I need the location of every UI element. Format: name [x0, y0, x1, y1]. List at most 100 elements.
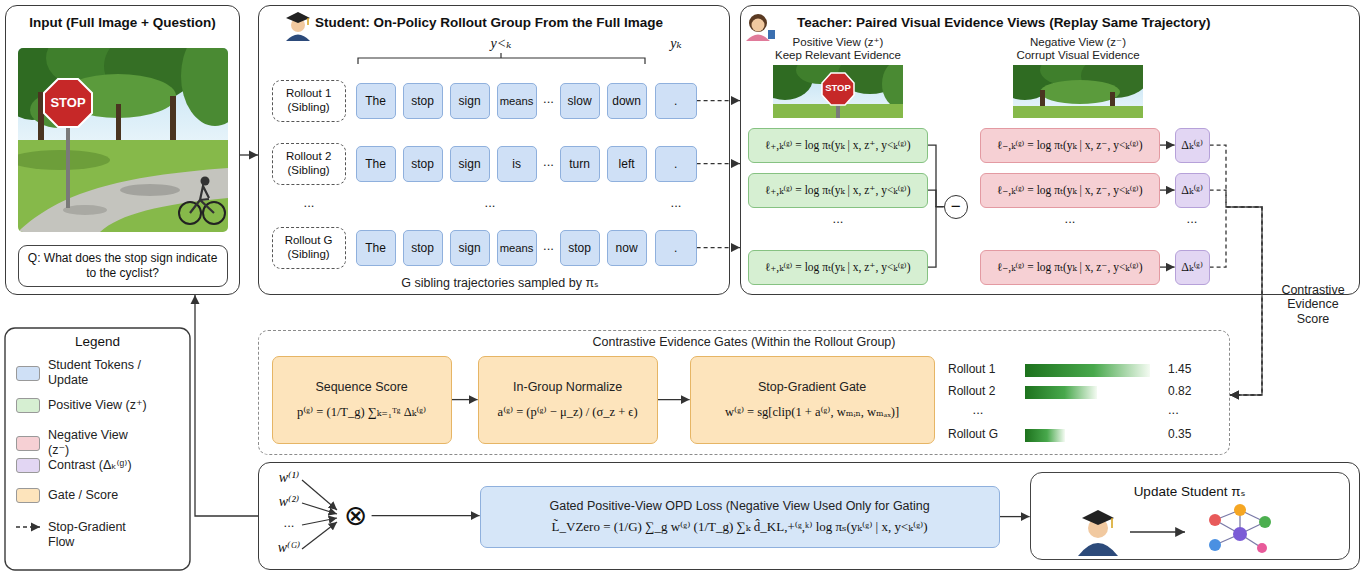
teacher-icon: [768, 30, 775, 39]
rollout-box: Rollout G (Sibling): [272, 227, 346, 269]
node-text: −: [951, 198, 961, 215]
node-text: .: [674, 157, 677, 171]
token-box: stop: [403, 230, 443, 266]
node-text: .: [674, 94, 677, 108]
network-icon: [1233, 527, 1247, 541]
street-photo: [66, 126, 70, 208]
street-photo: [181, 48, 228, 126]
street-photo: [18, 168, 228, 232]
formula-text: p⁽ᵍ⁾ = (1/T_g) ∑ₖ₌₁ᵀᵍ Δₖ⁽ᵍ⁾: [297, 404, 426, 420]
view-heading: Keep Relevant Evidence: [763, 49, 913, 62]
flow-arrow: [195, 295, 258, 516]
flow-arrow: [658, 399, 690, 400]
student-icon: [307, 18, 309, 25]
weight-label: w⁽²⁾: [272, 494, 306, 510]
node-text: Teacher: Paired Visual Evidence Views (R…: [797, 6, 1359, 30]
node-text: ℓ₊,ₖ⁽ᵍ⁾ = log πₜ(yₖ | x, z⁺, y<ₖ⁽ᵍ⁾): [765, 138, 911, 152]
node-text: sign: [459, 157, 481, 171]
formula-text: L̃_VZero = (1/G) ∑_g w⁽ᵍ⁾ (1/T_g) ∑ₖ d̂_…: [552, 519, 928, 535]
node-text: Sequence Score: [315, 380, 407, 394]
token-box: now: [607, 230, 647, 266]
positive-view-photo: [773, 65, 903, 118]
node-text: The: [365, 94, 386, 108]
node-text: .: [674, 241, 677, 255]
negative-logprob-box: ℓ₋,ₖ⁽ᵍ⁾ = log πₜ(yₖ | x, z⁻, y<ₖ⁽ᵍ⁾): [980, 128, 1160, 163]
token-box: The: [356, 146, 396, 182]
node-text: ⊗: [344, 502, 367, 530]
node-text: ℓ₋,ₖ⁽ᵍ⁾ = log πₜ(yₖ | x, z⁻, y<ₖ⁽ᵍ⁾): [997, 260, 1143, 274]
legend-swatch: [16, 458, 40, 473]
token-box: left: [607, 146, 647, 182]
node-text: slow: [568, 94, 592, 108]
legend-text: Negative View (z⁻): [48, 428, 148, 458]
legend-swatch: [16, 488, 40, 503]
node-text: now: [616, 241, 638, 255]
sign-text: STOP: [820, 83, 856, 94]
node-text: Rollout 1 (Sibling): [276, 87, 342, 115]
view-heading: Corrupt Visual Evidence: [1003, 49, 1153, 62]
token-box: The: [356, 230, 396, 266]
ellipsis: ...: [272, 516, 306, 531]
rollout-box: Rollout 2 (Sibling): [272, 143, 346, 185]
node-text: The: [365, 241, 386, 255]
update-student-icon: [1078, 543, 1118, 556]
question-box: Q: What does the stop sign indicate to t…: [18, 245, 228, 287]
node-text: Δₖ⁽ᵍ⁾: [1181, 260, 1203, 275]
token-box: turn: [560, 146, 600, 182]
node-text: down: [612, 94, 641, 108]
node-text: stop: [411, 157, 434, 171]
token-box: .: [655, 83, 697, 119]
gate-box: Stop-Gradient Gatew⁽ᵍ⁾ = sg[clip(1 + a⁽ᵍ…: [690, 356, 935, 444]
node-text: left: [619, 157, 635, 171]
node-text: means: [500, 95, 534, 107]
score-row-label: Rollout 1: [948, 363, 1020, 377]
token-box: .: [655, 230, 697, 266]
street-photo: [44, 79, 92, 127]
legend-text: Student Tokens / Update: [48, 358, 148, 388]
ellipsis: ...: [289, 196, 329, 211]
token-box: stop: [403, 83, 443, 119]
ellipsis: ...: [537, 239, 560, 254]
node-text: is: [512, 157, 521, 171]
update-student-icon: [1078, 510, 1185, 556]
student-icon: [286, 12, 310, 41]
product-operator: ⊗: [340, 500, 372, 532]
token-box: means: [497, 230, 537, 266]
score-row-label: Rollout 2: [948, 385, 1020, 399]
flow-arrow: [452, 399, 478, 400]
token-box: .: [655, 146, 697, 182]
view-heading: Positive View (z⁺): [763, 36, 913, 49]
legend-box: [5, 328, 190, 570]
node-text: stop: [411, 241, 434, 255]
weight-arrows: [302, 503, 337, 514]
update-student-icon: [1130, 531, 1185, 532]
token-box: means: [497, 83, 537, 119]
ellipsis: ...: [537, 92, 560, 107]
legend-text: Contrast (Δₖ⁽ᵍ⁾): [48, 458, 148, 473]
weight-arrows: [302, 480, 337, 549]
ellipsis: ...: [1172, 212, 1212, 227]
positive-logprob-box: ℓ₊,ₖ⁽ᵍ⁾ = log πₜ(yₖ | x, z⁺, y<ₖ⁽ᵍ⁾): [748, 250, 928, 285]
street-photo: [201, 177, 210, 186]
node-text: ℓ₋,ₖ⁽ᵍ⁾ = log πₜ(yₖ | x, z⁻, y<ₖ⁽ᵍ⁾): [997, 183, 1143, 197]
positive-logprob-box: ℓ₊,ₖ⁽ᵍ⁾ = log πₜ(yₖ | x, z⁺, y<ₖ⁽ᵍ⁾): [748, 173, 928, 208]
token-box: sign: [450, 230, 490, 266]
teacher-icon: [746, 14, 775, 41]
positive-view-photo: [882, 65, 903, 108]
contrast-box: Δₖ⁽ᵍ⁾: [1175, 128, 1210, 163]
student-icon: [286, 35, 310, 42]
panel: Teacher: Paired Visual Evidence Views (R…: [740, 5, 1360, 295]
street-photo: [18, 150, 110, 170]
negative-view-photo: [1013, 106, 1143, 118]
node-text: Stop-Gradient Gate: [758, 380, 866, 394]
street-photo: [18, 48, 228, 232]
legend-heading: Legend: [5, 334, 190, 350]
score-row-label: 0.82: [1168, 385, 1212, 399]
token-box: is: [497, 146, 537, 182]
flow-label: Contrastive Evidence Score: [1270, 283, 1356, 326]
ellipsis: ...: [1168, 403, 1212, 418]
ellipsis: ...: [537, 155, 560, 170]
node-text: ℓ₊,ₖ⁽ᵍ⁾ = log πₜ(yₖ | x, z⁺, y<ₖ⁽ᵍ⁾): [765, 183, 911, 197]
node-text: ℓ₋,ₖ⁽ᵍ⁾ = log πₜ(yₖ | x, z⁻, y<ₖ⁽ᵍ⁾): [997, 138, 1143, 152]
